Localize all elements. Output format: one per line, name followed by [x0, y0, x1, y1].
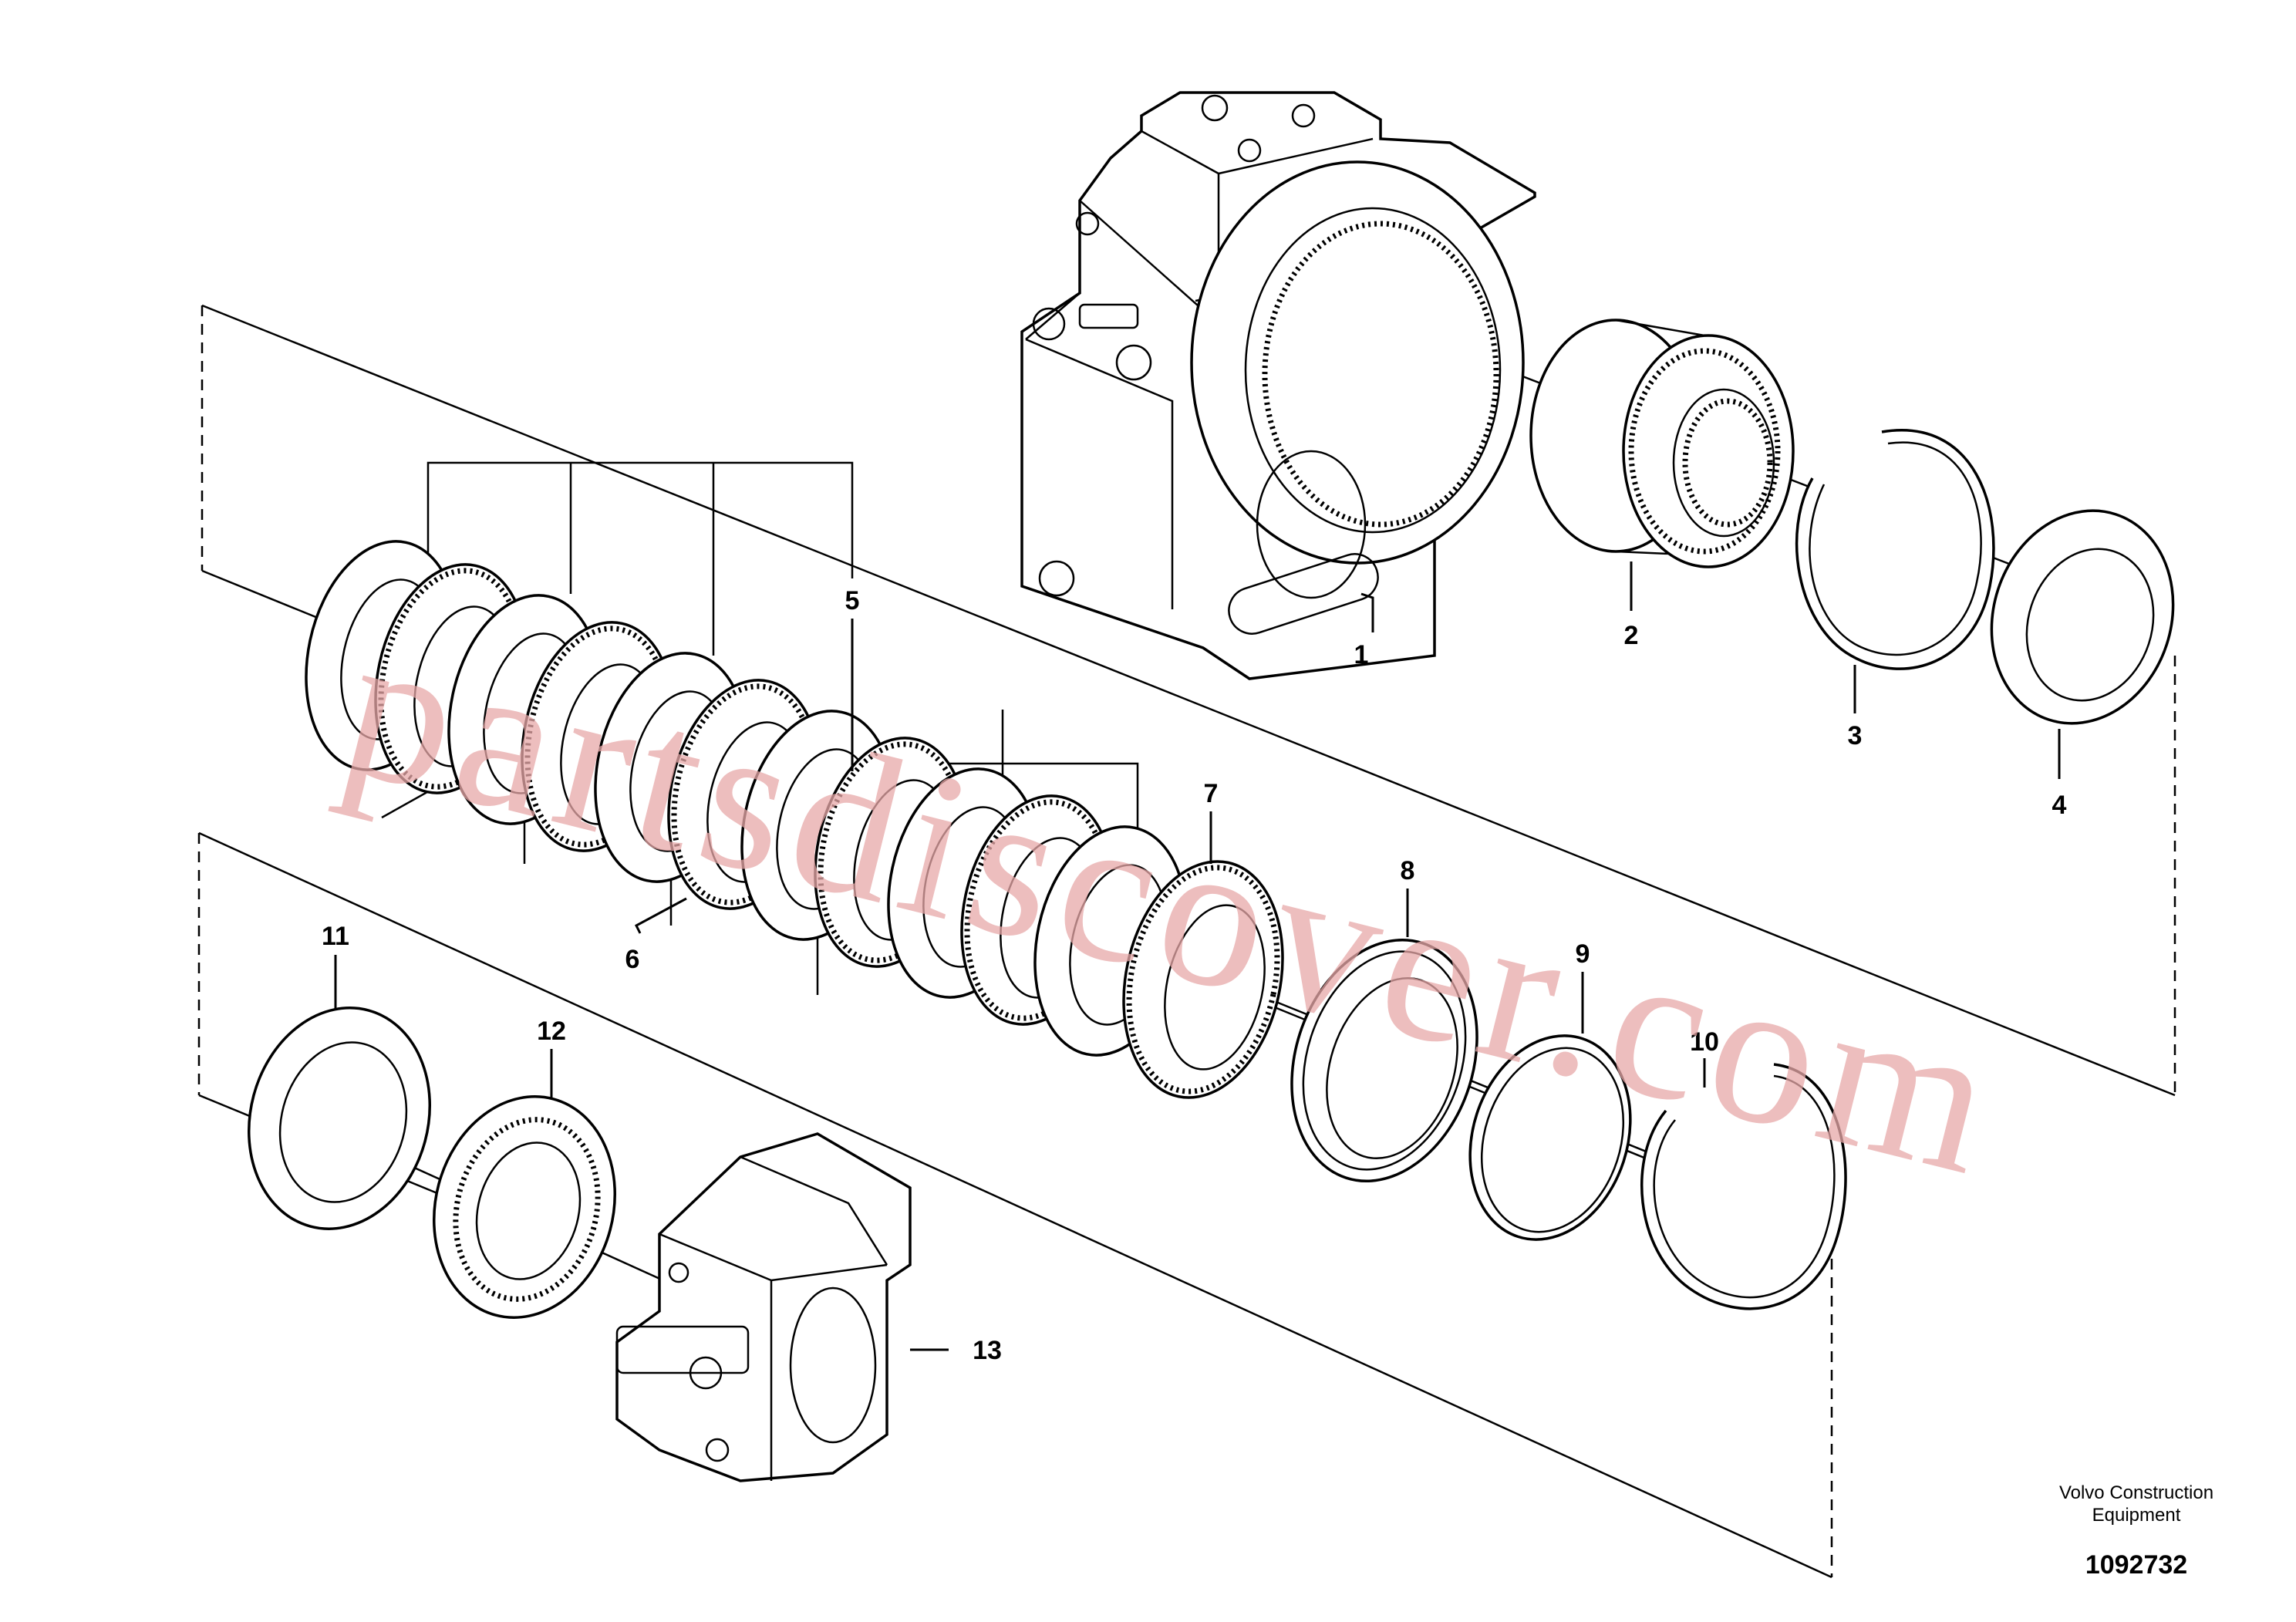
part-8-piston — [1290, 938, 1478, 1183]
document-number: 1092732 — [2085, 1550, 2187, 1580]
callout-7: 7 — [1204, 779, 1219, 808]
callout-8: 8 — [1401, 856, 1415, 885]
callout-4: 4 — [2052, 791, 2067, 820]
part-2-ring-gear — [1529, 319, 1795, 568]
callout-13: 13 — [973, 1336, 1002, 1365]
callout-6: 6 — [625, 945, 640, 974]
callout-9: 9 — [1576, 939, 1590, 969]
part-11-washer — [248, 1007, 431, 1230]
part-10-snap-ring — [1640, 1063, 1847, 1310]
callout-leaders — [334, 561, 2061, 1351]
disc-stack — [305, 540, 1284, 1099]
credit-line-1: Volvo Construction — [2059, 1482, 2213, 1503]
callout-5: 5 — [845, 586, 860, 615]
callout-2: 2 — [1624, 621, 1639, 650]
part-4-thrust-washer — [1990, 509, 2175, 725]
part-12-thrust-bearing — [433, 1095, 616, 1319]
callout-10: 10 — [1690, 1027, 1719, 1057]
part-1-housing — [1020, 91, 1536, 680]
callout-1: 1 — [1354, 640, 1369, 669]
part-3-snap-ring — [1795, 429, 1995, 670]
callout-12: 12 — [537, 1017, 566, 1046]
callout-11: 11 — [322, 922, 349, 951]
part-9-seal-ring — [1468, 1034, 1632, 1241]
credit-line-2: Equipment — [2092, 1505, 2181, 1526]
part-13-cover — [615, 1132, 912, 1482]
callout-labels: 1 2 3 4 5 6 7 8 9 10 11 12 13 — [322, 586, 2067, 1365]
callout-3: 3 — [1848, 721, 1863, 750]
